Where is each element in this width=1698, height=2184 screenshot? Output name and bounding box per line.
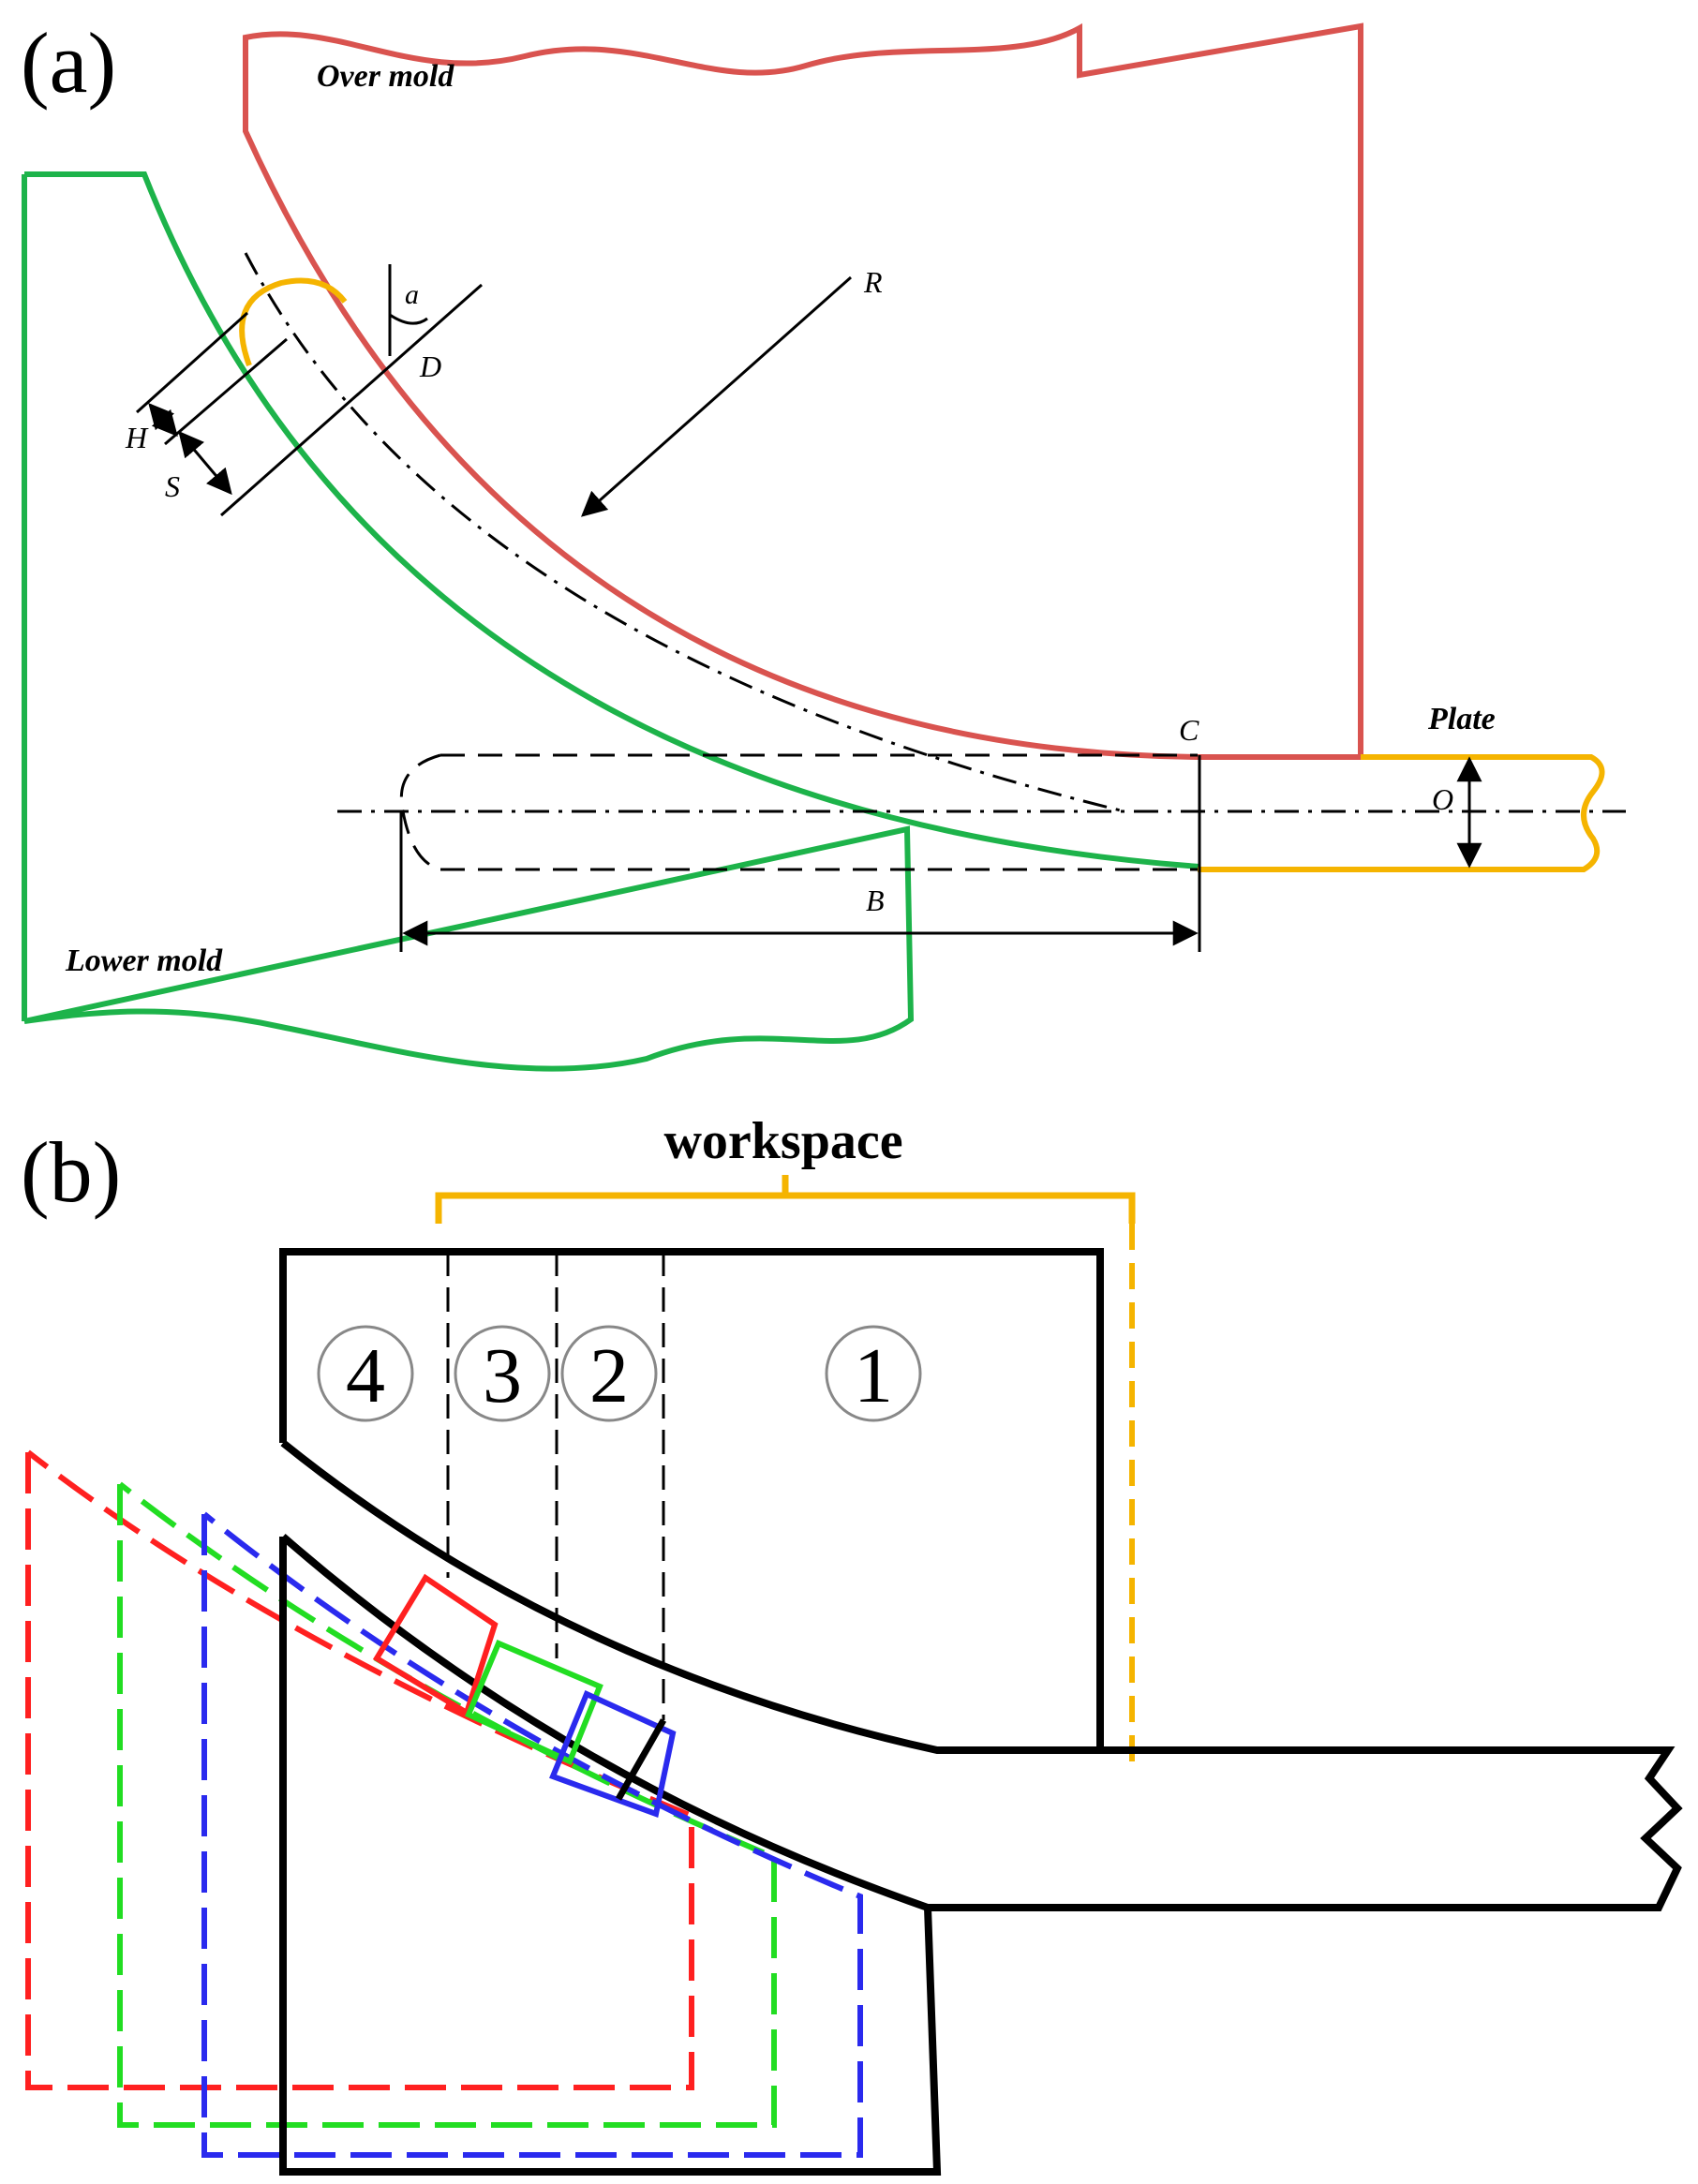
plate-outline (1198, 754, 1605, 872)
blue-mold-position (201, 1511, 863, 2158)
panel-a-label: (a) (21, 15, 116, 111)
radius-R-arrow (580, 275, 852, 517)
panel-b-label: (b) (21, 1124, 121, 1220)
extension-line-2 (164, 337, 288, 446)
zone-4-number: 4 (346, 1332, 385, 1419)
extension-line-1 (135, 311, 249, 414)
zone-3: 3 (454, 1325, 551, 1422)
zone-1: 1 (825, 1325, 922, 1422)
sheet-plate-outline (928, 1746, 1683, 1911)
panel-b: (b) workspace 4 3 2 1 (21, 1112, 1683, 2176)
lower-mold-label: Lower mold (65, 943, 223, 978)
sheet-centerline (244, 252, 1125, 813)
zone-1-number: 1 (854, 1332, 893, 1419)
label-D: D (419, 349, 441, 383)
zone-3-number: 3 (483, 1332, 522, 1419)
label-C: C (1179, 713, 1199, 747)
panel-a: (a) Over mold Lower mold Plate C B O (21, 15, 1626, 1072)
red-mold-position (25, 1449, 694, 2090)
lower-die-outline (279, 1533, 942, 2176)
blue-element (549, 1689, 677, 1819)
label-H: H (125, 421, 149, 454)
lower-mold-outline (23, 171, 1200, 1072)
green-element (465, 1640, 603, 1766)
plate-label: Plate (1427, 702, 1496, 736)
sheet-end-arc (239, 277, 348, 367)
over-mold-outline (243, 22, 1363, 760)
over-mold-label: Over mold (317, 59, 454, 94)
dimension-S (178, 430, 232, 496)
tangent-line-D (220, 283, 483, 517)
zone-2: 2 (560, 1325, 658, 1422)
workspace-label: workspace (663, 1112, 902, 1170)
unbent-plate-end (399, 753, 441, 871)
workspace-bracket (435, 1175, 1136, 1224)
upper-die-outline (279, 1248, 1104, 1754)
zone-2-number: 2 (589, 1332, 629, 1419)
label-B: B (866, 884, 885, 917)
dimension-H (148, 402, 178, 438)
black-element-edge (615, 1718, 667, 1801)
label-a: a (405, 279, 419, 310)
angle-a-arc (389, 313, 428, 325)
label-S: S (165, 469, 180, 503)
zone-4: 4 (317, 1325, 414, 1422)
label-R: R (863, 265, 883, 299)
label-O: O (1432, 782, 1453, 816)
